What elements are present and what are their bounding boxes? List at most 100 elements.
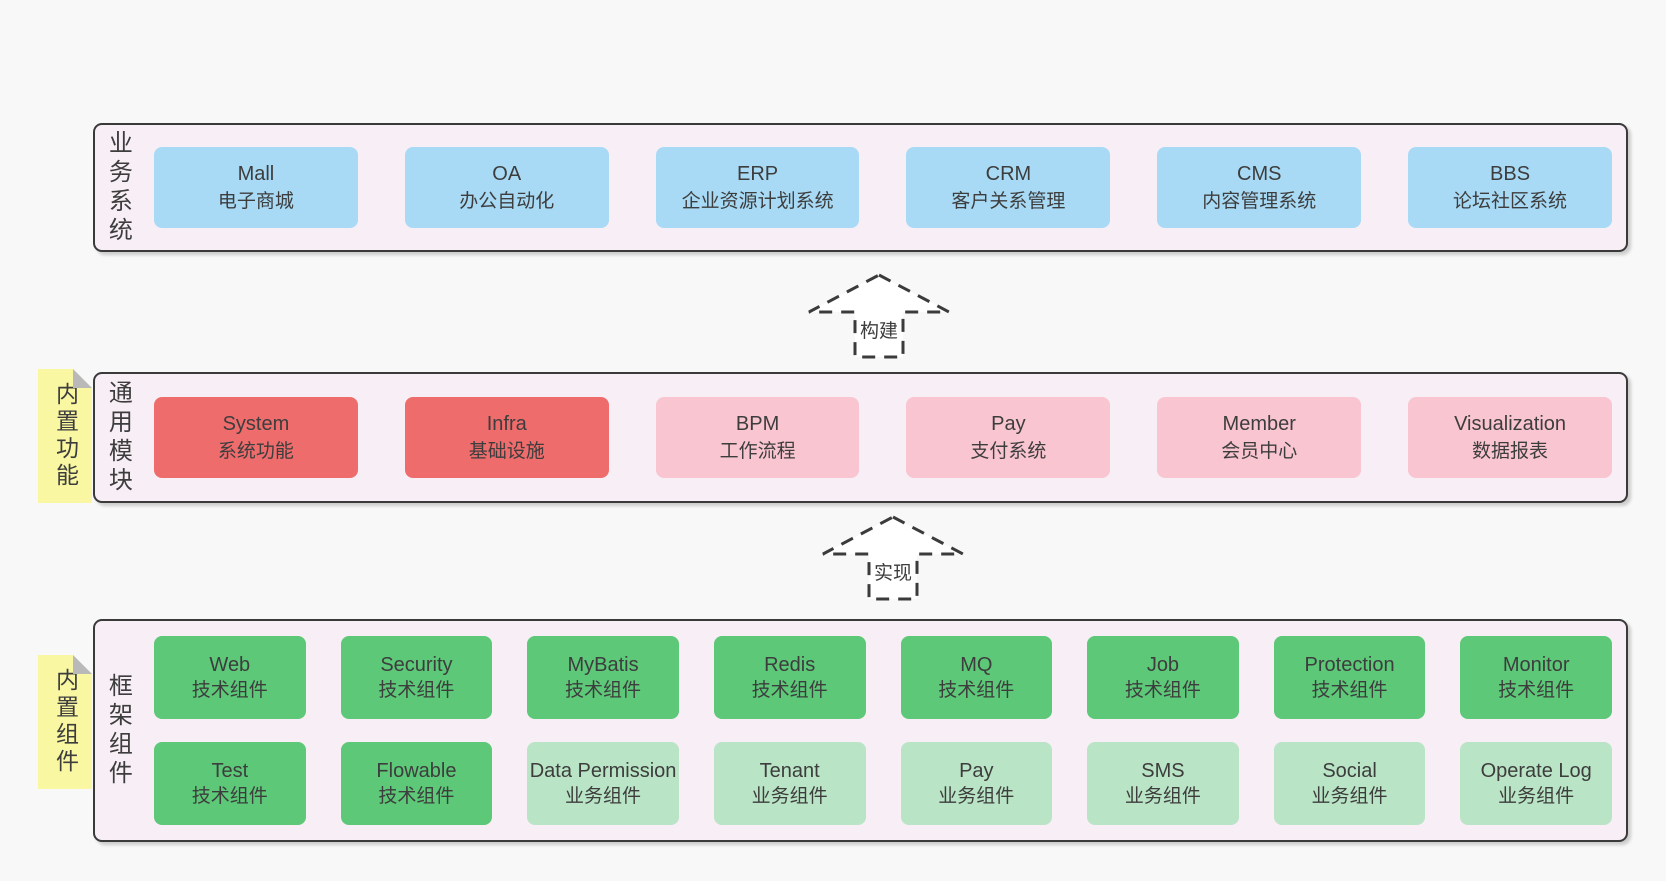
box-oa-name: OA	[492, 162, 522, 185]
box-mall-name: Mall	[237, 162, 275, 185]
layer-framework-components: 框架组件 Web 技术组件 Security 技术组件 MyBatis 技术组件…	[93, 619, 1628, 842]
box-social: Social 业务组件	[1273, 742, 1426, 825]
box-job: Job 技术组件	[1087, 636, 1239, 719]
box-cms-name: CMS	[1237, 162, 1282, 185]
box-test-desc: 技术组件	[191, 785, 268, 807]
box-mq-name: MQ	[960, 653, 993, 676]
box-pay-biz-desc: 业务组件	[938, 785, 1015, 807]
box-protection-name: Protection	[1304, 653, 1395, 676]
box-system: System 系统功能	[154, 397, 358, 478]
layer-business-label: 业务系统	[104, 129, 132, 246]
box-infra-name: Infra	[486, 412, 527, 435]
box-pay-desc: 支付系统	[970, 440, 1047, 462]
box-mybatis-name: MyBatis	[567, 653, 639, 676]
components-boxes-grid: Web 技术组件 Security 技术组件 MyBatis 技术组件 Redi…	[154, 621, 1612, 840]
box-web: Web 技术组件	[154, 636, 306, 719]
box-job-name: Job	[1146, 653, 1180, 676]
box-operate-log-name: Operate Log	[1480, 759, 1592, 782]
box-data-permission-name: Data Permission	[529, 759, 677, 782]
box-protection-desc: 技术组件	[1311, 679, 1388, 701]
box-web-desc: 技术组件	[191, 679, 268, 701]
box-sms-desc: 业务组件	[1124, 785, 1201, 807]
box-erp-name: ERP	[737, 162, 779, 185]
box-redis-desc: 技术组件	[751, 679, 828, 701]
box-security-name: Security	[380, 653, 453, 676]
box-job-desc: 技术组件	[1124, 679, 1201, 701]
box-member-name: Member	[1222, 412, 1296, 435]
box-social-name: Social	[1322, 759, 1377, 782]
box-operate-log-desc: 业务组件	[1498, 785, 1575, 807]
sticky-note-built-in-features: 内置功能	[38, 369, 92, 503]
box-visualization-name: Visualization	[1454, 412, 1567, 435]
box-flowable-desc: 技术组件	[378, 785, 455, 807]
box-pay-name: Pay	[991, 412, 1026, 435]
box-cms: CMS 内容管理系统	[1157, 147, 1362, 228]
box-bpm-desc: 工作流程	[719, 440, 796, 462]
box-data-permission: Data Permission 业务组件	[527, 742, 679, 825]
box-flowable-name: Flowable	[376, 759, 457, 782]
box-cms-desc: 内容管理系统	[1202, 190, 1317, 212]
box-mq-desc: 技术组件	[938, 679, 1015, 701]
box-bbs-desc: 论坛社区系统	[1453, 190, 1568, 212]
box-infra: Infra 基础设施	[404, 397, 609, 478]
sticky-note-built-in-components: 内置组件	[38, 655, 92, 789]
box-mall-desc: 电子商城	[217, 190, 294, 212]
box-erp: ERP 企业资源计划系统	[655, 147, 860, 228]
box-social-desc: 业务组件	[1311, 785, 1388, 807]
box-bpm-name: BPM	[735, 412, 780, 435]
box-monitor: Monitor 技术组件	[1460, 636, 1612, 719]
box-mall: Mall 电子商城	[154, 147, 358, 228]
box-crm-desc: 客户关系管理	[951, 190, 1066, 212]
box-pay-biz-name: Pay	[959, 759, 994, 782]
box-monitor-desc: 技术组件	[1498, 679, 1575, 701]
business-boxes-row: Mall 电子商城 OA 办公自动化 ERP 企业资源计划系统 CRM 客户关系…	[154, 125, 1612, 250]
box-operate-log: Operate Log 业务组件	[1460, 742, 1612, 825]
box-tenant: Tenant 业务组件	[713, 742, 866, 825]
box-oa: OA 办公自动化	[404, 147, 609, 228]
box-monitor-name: Monitor	[1502, 653, 1570, 676]
box-tenant-desc: 业务组件	[751, 785, 828, 807]
box-mybatis-desc: 技术组件	[565, 679, 642, 701]
box-crm: CRM 客户关系管理	[906, 147, 1111, 228]
arrow-build-label: 构建	[856, 316, 902, 343]
box-data-permission-desc: 业务组件	[565, 785, 642, 807]
box-system-desc: 系统功能	[217, 440, 294, 462]
box-mq: MQ 技术组件	[900, 636, 1053, 719]
box-sms: SMS 业务组件	[1087, 742, 1239, 825]
components-row-1: Web 技术组件 Security 技术组件 MyBatis 技术组件 Redi…	[154, 636, 1612, 719]
box-visualization: Visualization 数据报表	[1408, 397, 1612, 478]
box-infra-desc: 基础设施	[468, 440, 545, 462]
box-pay: Pay 支付系统	[906, 397, 1111, 478]
box-crm-name: CRM	[985, 162, 1032, 185]
sticky-built-in-components-label: 内置组件	[52, 668, 79, 776]
box-sms-name: SMS	[1141, 759, 1185, 782]
box-pay-biz: Pay 业务组件	[900, 742, 1053, 825]
box-visualization-desc: 数据报表	[1472, 440, 1549, 462]
layer-modules-label: 通用模块	[104, 379, 132, 496]
box-protection: Protection 技术组件	[1273, 636, 1426, 719]
box-erp-desc: 企业资源计划系统	[681, 190, 834, 212]
modules-boxes-row: System 系统功能 Infra 基础设施 BPM 工作流程 Pay 支付系统…	[154, 374, 1612, 501]
arrow-build: 构建	[806, 272, 952, 360]
box-member-desc: 会员中心	[1221, 440, 1298, 462]
arrow-implement-label: 实现	[870, 558, 916, 585]
box-security-desc: 技术组件	[378, 679, 455, 701]
box-test: Test 技术组件	[154, 742, 306, 825]
box-security: Security 技术组件	[340, 636, 493, 719]
box-oa-desc: 办公自动化	[459, 190, 555, 212]
box-flowable: Flowable 技术组件	[340, 742, 493, 825]
layer-common-modules: 通用模块 System 系统功能 Infra 基础设施 BPM 工作流程 Pay…	[93, 372, 1628, 503]
box-mybatis: MyBatis 技术组件	[527, 636, 679, 719]
box-web-name: Web	[209, 653, 251, 676]
box-system-name: System	[222, 412, 290, 435]
layer-components-label: 框架组件	[104, 672, 132, 789]
box-member: Member 会员中心	[1157, 397, 1362, 478]
components-row-2: Test 技术组件 Flowable 技术组件 Data Permission …	[154, 742, 1612, 825]
box-bbs: BBS 论坛社区系统	[1408, 147, 1612, 228]
box-tenant-name: Tenant	[759, 759, 820, 782]
box-bbs-name: BBS	[1490, 162, 1531, 185]
box-redis-name: Redis	[764, 653, 816, 676]
sticky-built-in-features-label: 内置功能	[52, 382, 79, 490]
box-bpm: BPM 工作流程	[655, 397, 860, 478]
